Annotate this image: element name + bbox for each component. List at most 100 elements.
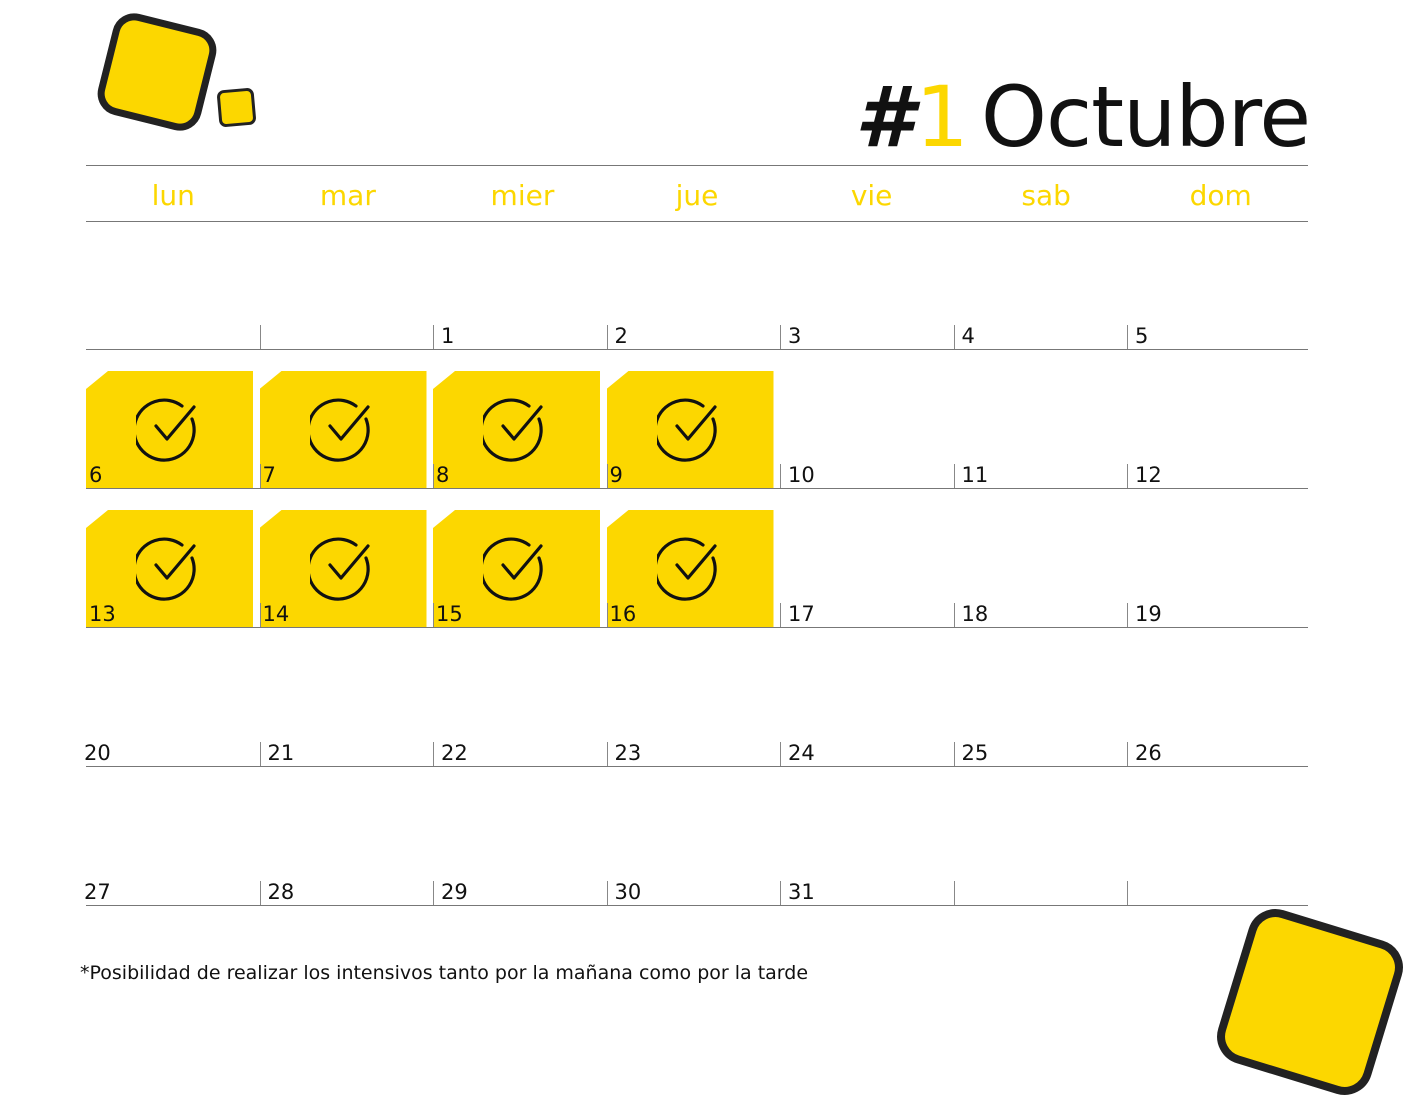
column-tick xyxy=(259,881,261,905)
column-tick xyxy=(433,742,434,766)
column-tick xyxy=(433,464,434,488)
day-cell: 20 xyxy=(84,627,259,766)
day-cell: 2 xyxy=(606,210,780,349)
check-circle-icon xyxy=(136,537,196,601)
highlight-block xyxy=(86,371,253,488)
check-circle-icon xyxy=(483,537,543,601)
column-tick xyxy=(606,464,608,488)
day-number: 22 xyxy=(441,741,468,765)
day-cell: 26 xyxy=(1127,627,1300,766)
weekday-label: mar xyxy=(319,179,376,212)
check-circle-icon xyxy=(309,398,370,462)
logo-small-square xyxy=(216,87,257,128)
day-cell: 13 xyxy=(86,488,259,627)
day-number: 10 xyxy=(788,463,815,487)
day-cell: 3 xyxy=(780,210,953,349)
title-number: 1 xyxy=(915,68,969,166)
weekday-label: sab xyxy=(1021,179,1071,212)
column-tick xyxy=(1127,603,1128,627)
highlight-block xyxy=(606,371,774,488)
day-cell: 27 xyxy=(84,766,259,905)
column-tick xyxy=(433,603,434,627)
day-number: 3 xyxy=(788,324,802,348)
week-divider xyxy=(86,349,1308,350)
day-number: 26 xyxy=(1135,741,1162,765)
column-tick xyxy=(259,742,261,766)
weekday-label: dom xyxy=(1189,179,1252,212)
day-cell: 9 xyxy=(606,349,780,488)
check-circle-icon xyxy=(136,398,196,462)
highlight-block xyxy=(606,510,774,627)
day-number: 30 xyxy=(614,880,642,904)
column-tick xyxy=(1127,325,1128,349)
column-tick xyxy=(1127,881,1128,905)
week-divider xyxy=(86,766,1308,767)
day-number: 28 xyxy=(267,880,295,904)
column-tick xyxy=(953,464,955,488)
highlight-block xyxy=(433,510,600,627)
check-circle-icon xyxy=(656,398,717,462)
column-tick xyxy=(259,325,261,349)
column-tick xyxy=(780,603,781,627)
title-month: Octubre xyxy=(980,68,1311,166)
day-number: 16 xyxy=(609,602,637,626)
day-number: 17 xyxy=(788,602,815,626)
column-tick xyxy=(606,603,608,627)
day-number: 18 xyxy=(961,602,989,626)
day-cell: 18 xyxy=(953,488,1127,627)
day-cell: 22 xyxy=(433,627,606,766)
day-cell: 11 xyxy=(953,349,1127,488)
day-cell: 19 xyxy=(1127,488,1300,627)
day-number: 12 xyxy=(1135,463,1162,487)
day-number: 9 xyxy=(609,463,623,487)
day-number: 1 xyxy=(441,324,455,348)
day-number: 25 xyxy=(961,741,989,765)
day-cell: 6 xyxy=(86,349,259,488)
title-hash: # xyxy=(854,68,914,166)
day-cell: 25 xyxy=(953,627,1127,766)
weekday-label: jue xyxy=(675,179,719,212)
column-tick xyxy=(1127,464,1128,488)
day-cell: 17 xyxy=(780,488,953,627)
weekday-label: vie xyxy=(850,179,893,212)
empty-day-cell xyxy=(259,210,433,349)
header-bottom-divider xyxy=(86,221,1308,222)
day-number: 2 xyxy=(614,324,628,348)
day-number: 13 xyxy=(89,602,116,626)
day-number: 11 xyxy=(961,463,989,487)
day-cell: 30 xyxy=(606,766,780,905)
day-number: 15 xyxy=(436,602,463,626)
day-cell: 21 xyxy=(259,627,433,766)
weekday-label: mier xyxy=(490,179,555,212)
header-top-divider xyxy=(86,165,1308,166)
week-divider xyxy=(86,627,1308,628)
column-tick xyxy=(780,742,781,766)
column-tick xyxy=(433,325,434,349)
day-number: 24 xyxy=(788,741,815,765)
check-circle-icon xyxy=(656,537,717,601)
day-cell: 15 xyxy=(433,488,606,627)
day-cell: 14 xyxy=(259,488,433,627)
day-cell: 31 xyxy=(780,766,953,905)
column-tick xyxy=(259,464,261,488)
highlight-block xyxy=(259,510,427,627)
day-cell: 8 xyxy=(433,349,606,488)
column-tick xyxy=(780,881,781,905)
column-tick xyxy=(606,742,608,766)
corner-decoration-square xyxy=(1210,902,1406,1102)
column-tick xyxy=(953,603,955,627)
column-tick xyxy=(780,464,781,488)
column-tick xyxy=(953,325,955,349)
empty-day-cell xyxy=(86,210,259,349)
column-tick xyxy=(433,881,434,905)
day-cell: 5 xyxy=(1127,210,1300,349)
day-cell: 16 xyxy=(606,488,780,627)
day-number: 7 xyxy=(262,463,276,487)
day-number: 20 xyxy=(84,741,111,765)
day-number: 14 xyxy=(262,602,290,626)
day-number: 21 xyxy=(267,741,295,765)
footnote: *Posibilidad de realizar los intensivos … xyxy=(80,962,809,984)
empty-day-cell xyxy=(1127,766,1300,905)
day-number: 29 xyxy=(441,880,468,904)
